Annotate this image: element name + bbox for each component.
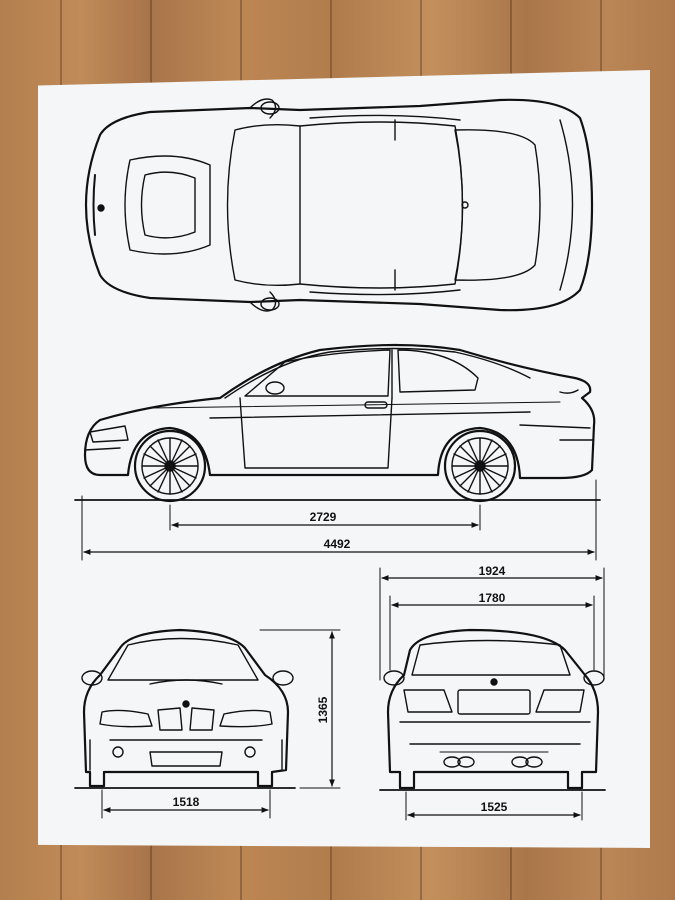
width-mirrors-label: 1924 bbox=[479, 564, 506, 578]
blueprint-poster bbox=[38, 70, 650, 848]
side-view bbox=[74, 343, 601, 561]
wheelbase-label: 2729 bbox=[310, 510, 337, 524]
rear-view bbox=[379, 567, 606, 821]
front-view bbox=[74, 628, 341, 819]
length-label: 4492 bbox=[324, 537, 351, 551]
top-view bbox=[84, 98, 594, 312]
height-label: 1365 bbox=[316, 696, 330, 723]
rear-wheel bbox=[443, 429, 517, 503]
width-body-label: 1780 bbox=[479, 591, 506, 605]
track-front-label: 1518 bbox=[173, 795, 200, 809]
track-rear-label: 1525 bbox=[481, 800, 508, 814]
front-wheel bbox=[133, 429, 207, 503]
